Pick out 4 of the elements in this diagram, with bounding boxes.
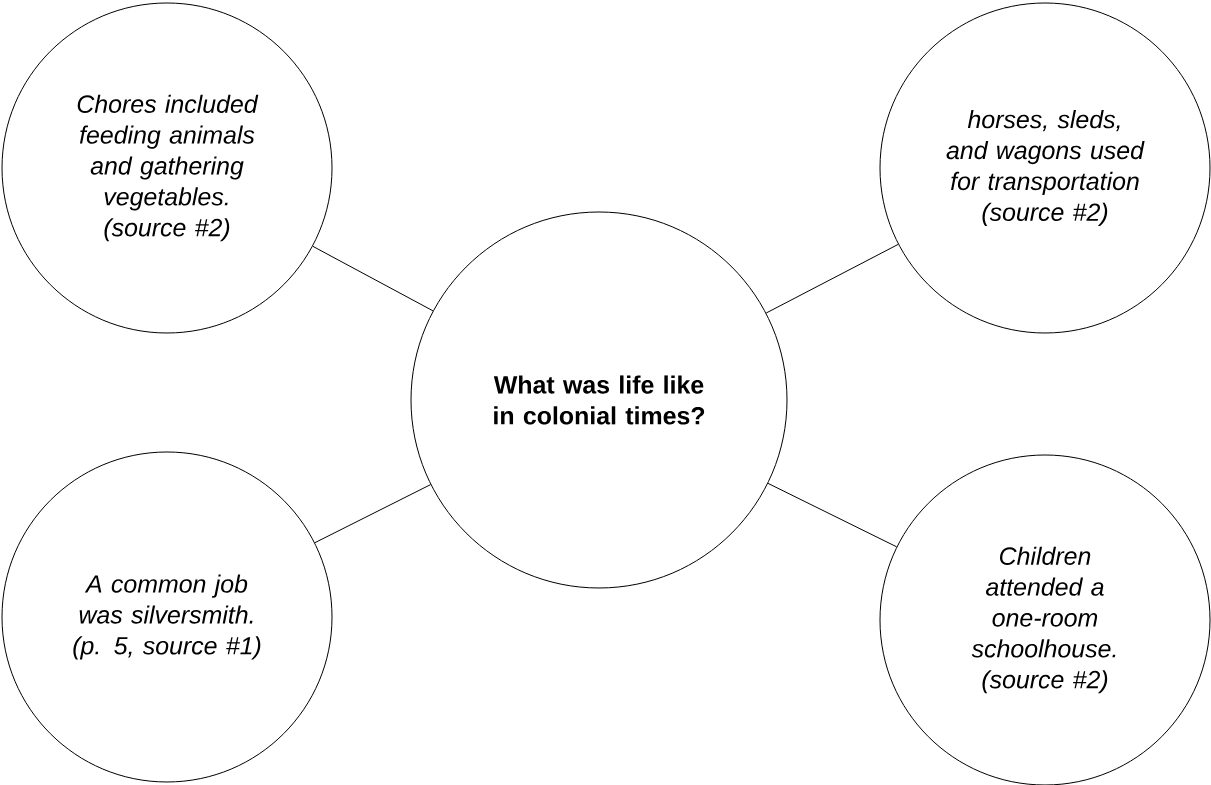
connector-line — [765, 243, 899, 314]
connector-line — [314, 484, 432, 544]
connector-line — [767, 482, 898, 548]
connector-line — [312, 245, 434, 312]
